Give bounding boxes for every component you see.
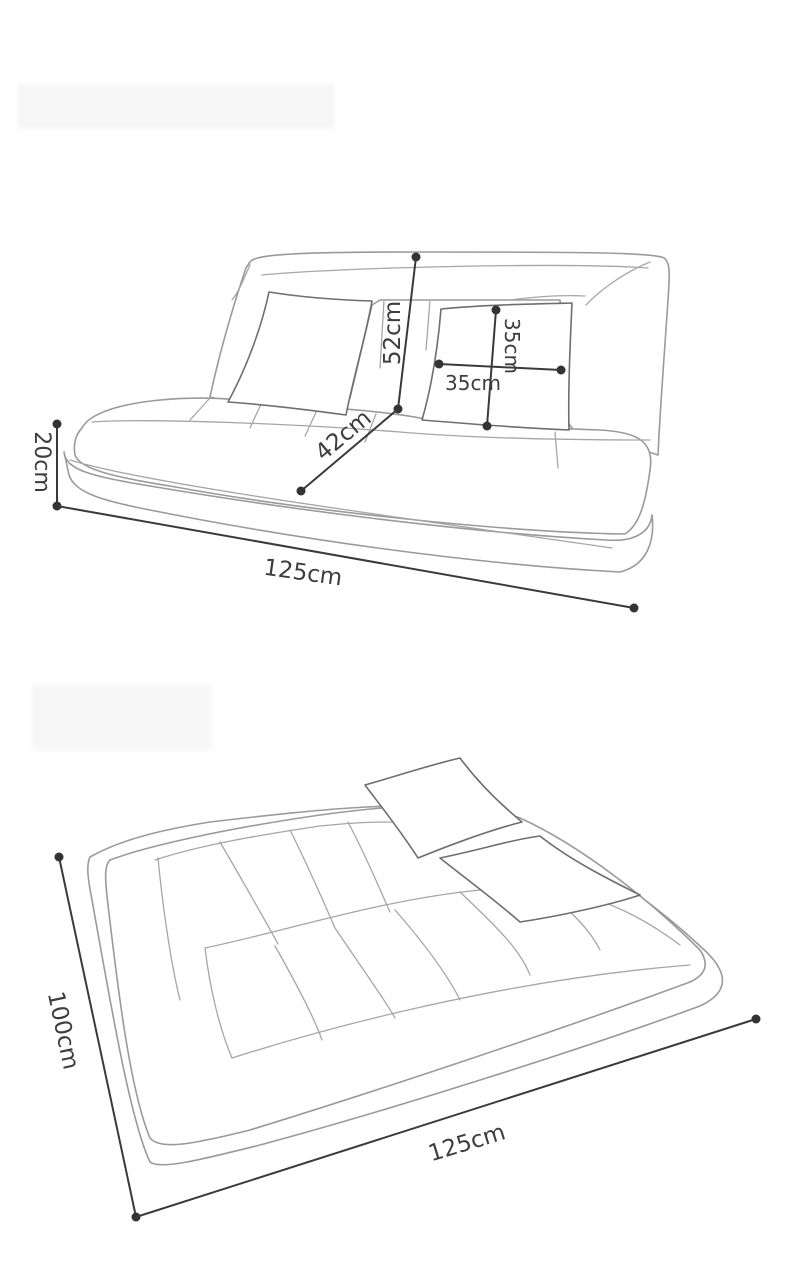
pillow-width-label: 35cm [445,371,501,395]
depth-label: 100cm [42,989,84,1072]
pillow-width-dimension-line [438,363,562,371]
seat-depth-dimension-line [300,408,399,492]
dimension-lines-upright [52,252,639,613]
dimension-lines-flat [54,852,761,1222]
pillow-height-dimension-line [486,309,497,427]
blurred-caption-bottom [32,684,212,750]
width-label: 125cm [262,555,344,592]
sofa-flat-illustration [87,757,724,1166]
blurred-caption-top [18,84,334,130]
width-dimension-line [56,505,635,609]
back-height-label: 52cm [380,301,406,365]
flat-width-label: 125cm [425,1119,508,1167]
height-label: 20cm [29,431,54,493]
sofa-upright-illustration [63,251,670,573]
depth-dimension-line [58,856,137,1218]
flat-width-dimension-line [135,1018,757,1218]
pillow-height-label: 35cm [500,318,524,374]
back-height-dimension-line [397,256,417,410]
